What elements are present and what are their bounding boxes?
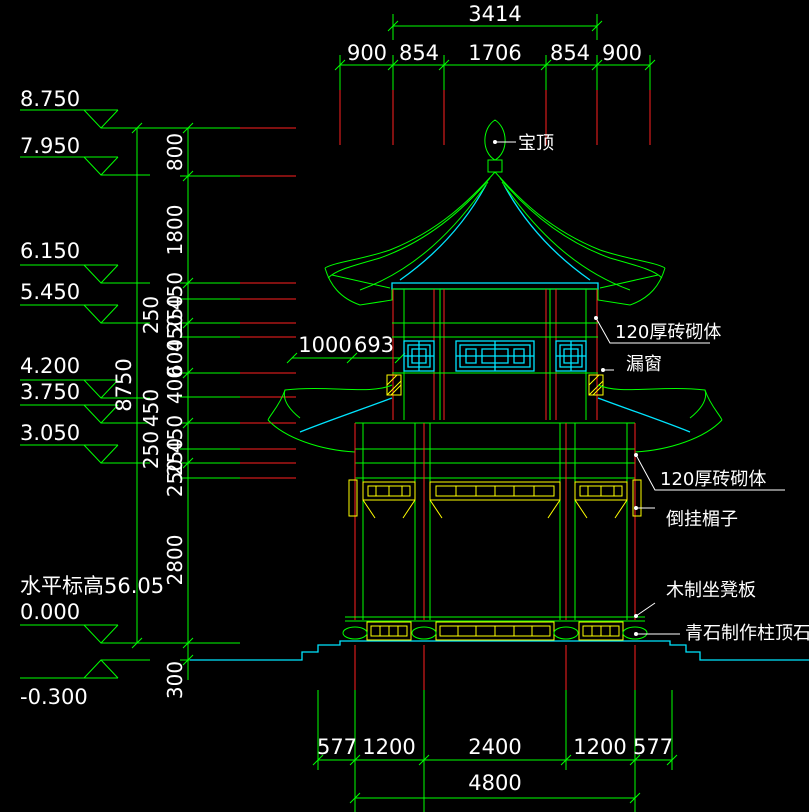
- top-dimension-lines: [334, 14, 656, 145]
- mid-dimension-line: [286, 352, 406, 364]
- top-dim-1: 900: [347, 41, 387, 65]
- vdim-1800: 1800: [163, 205, 187, 256]
- vdim-400: 400: [163, 366, 187, 404]
- bottom-overall-dim: 4800: [468, 771, 521, 795]
- elevation-label-1: 8.750: [20, 87, 80, 111]
- bottom-dim-1: 577: [317, 735, 357, 759]
- vertical-dimension-lines: [130, 122, 296, 680]
- vdim-450-b: 450: [163, 314, 187, 352]
- elevation-label-2: 7.950: [20, 134, 80, 158]
- bottom-dim-5: 577: [633, 735, 673, 759]
- elevation-label-8: 0.000: [20, 600, 80, 624]
- elevation-label-7: 3.050: [20, 421, 80, 445]
- mid-dim-693: 693: [354, 333, 394, 357]
- vdim-250-a: 250: [139, 296, 163, 334]
- elevation-markers: [20, 109, 150, 679]
- elevation-label-5: 4.200: [20, 354, 80, 378]
- ground-line: [190, 640, 809, 661]
- elevation-label-3: 6.150: [20, 239, 80, 263]
- vertical-total-dim: 8750: [112, 358, 136, 411]
- vdim-450-d: 450: [163, 415, 187, 453]
- vdim-250-d: 250: [163, 438, 187, 476]
- bottom-dim-2: 1200: [362, 735, 415, 759]
- label-hanging-fascia: 倒挂楣子: [666, 509, 738, 530]
- annotation-leaders: [493, 140, 785, 636]
- label-column-base: 青石制作柱顶石: [685, 623, 809, 644]
- vdim-300: 300: [163, 661, 187, 699]
- vdim-600: 600: [163, 339, 187, 377]
- top-dim-4: 854: [550, 41, 590, 65]
- bottom-dim-3: 2400: [468, 735, 521, 759]
- label-brick-wall-upper: 120厚砖砌体: [615, 322, 721, 343]
- datum-note: 水平标高56.05: [20, 574, 164, 598]
- vdim-2800: 2800: [163, 535, 187, 586]
- label-brick-wall-lower: 120厚砖砌体: [660, 469, 766, 490]
- label-wood-bench: 木制坐凳板: [666, 580, 756, 601]
- mid-dim-1000: 1000: [298, 333, 351, 357]
- vdim-250-c: 250: [139, 431, 163, 469]
- top-dim-3: 1706: [468, 41, 521, 65]
- top-dim-2: 854: [399, 41, 439, 65]
- elevation-label-6: 3.750: [20, 380, 80, 404]
- pavilion-body: [267, 119, 723, 641]
- vdim-250-e: 250: [163, 459, 187, 497]
- elevation-label-4: 5.450: [20, 280, 80, 304]
- top-dim-5: 900: [602, 41, 642, 65]
- top-overall-dim: 3414: [468, 2, 521, 26]
- vdim-450-a: 450: [163, 272, 187, 310]
- label-lattice-window: 漏窗: [626, 354, 662, 375]
- bottom-dim-4: 1200: [573, 735, 626, 759]
- vdim-800: 800: [163, 133, 187, 171]
- elevation-label-9: -0.300: [20, 685, 88, 709]
- label-finial: 宝顶: [518, 133, 554, 154]
- vdim-450-c: 450: [139, 389, 163, 427]
- vdim-250-b: 250: [163, 295, 187, 333]
- bottom-dimension-lines: [312, 645, 678, 812]
